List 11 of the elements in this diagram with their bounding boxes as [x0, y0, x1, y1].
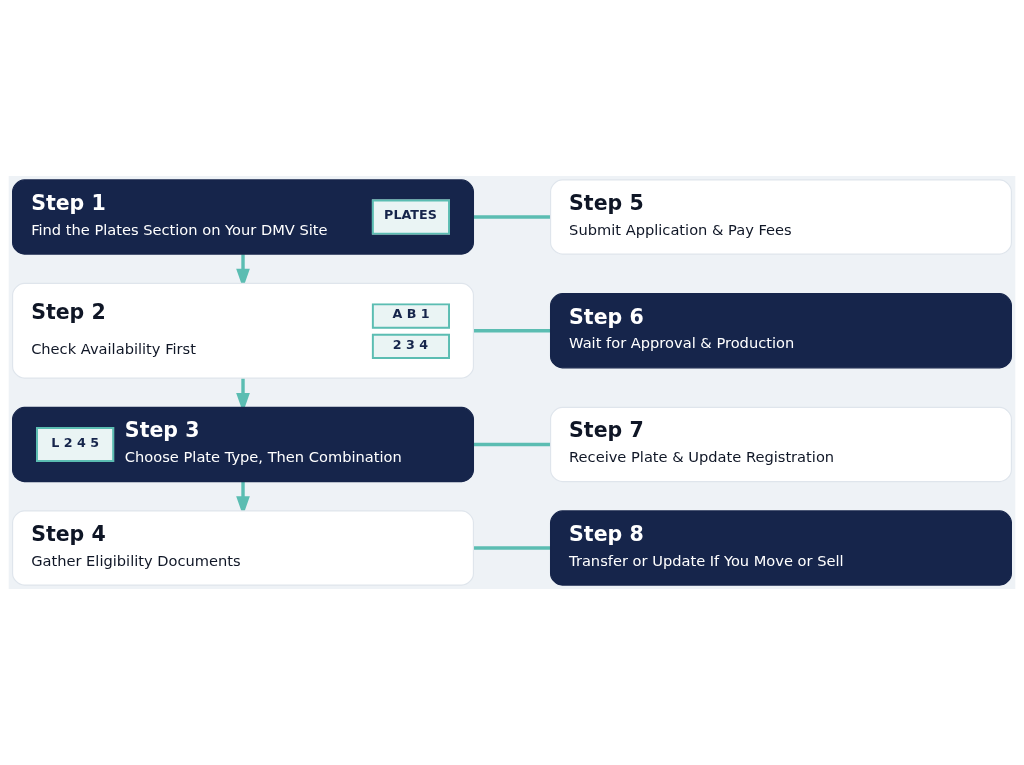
- node-box: Step 8 Transfer or Update If You Move or Sell: [550, 510, 1012, 586]
- connector: [473, 329, 551, 333]
- node-box: Step 6 Wait for Approval & Production: [550, 293, 1012, 369]
- node-box: Step 1 PLATES Find the Plates Section on Your DMV Site: [12, 179, 474, 255]
- node-box: L 2 4 5 Step 3 Choose Plate Type, Then Combination: [12, 406, 474, 483]
- node-box: Step 4 Gather Eligibility Documents: [12, 510, 474, 586]
- connector: [473, 442, 551, 447]
- node-box: Step 7 Receive Plate & Update Registration: [550, 406, 1012, 483]
- connector: [473, 215, 551, 219]
- node-box: Step 5 Submit Application & Pay Fees: [550, 179, 1012, 255]
- connector: [473, 546, 551, 550]
